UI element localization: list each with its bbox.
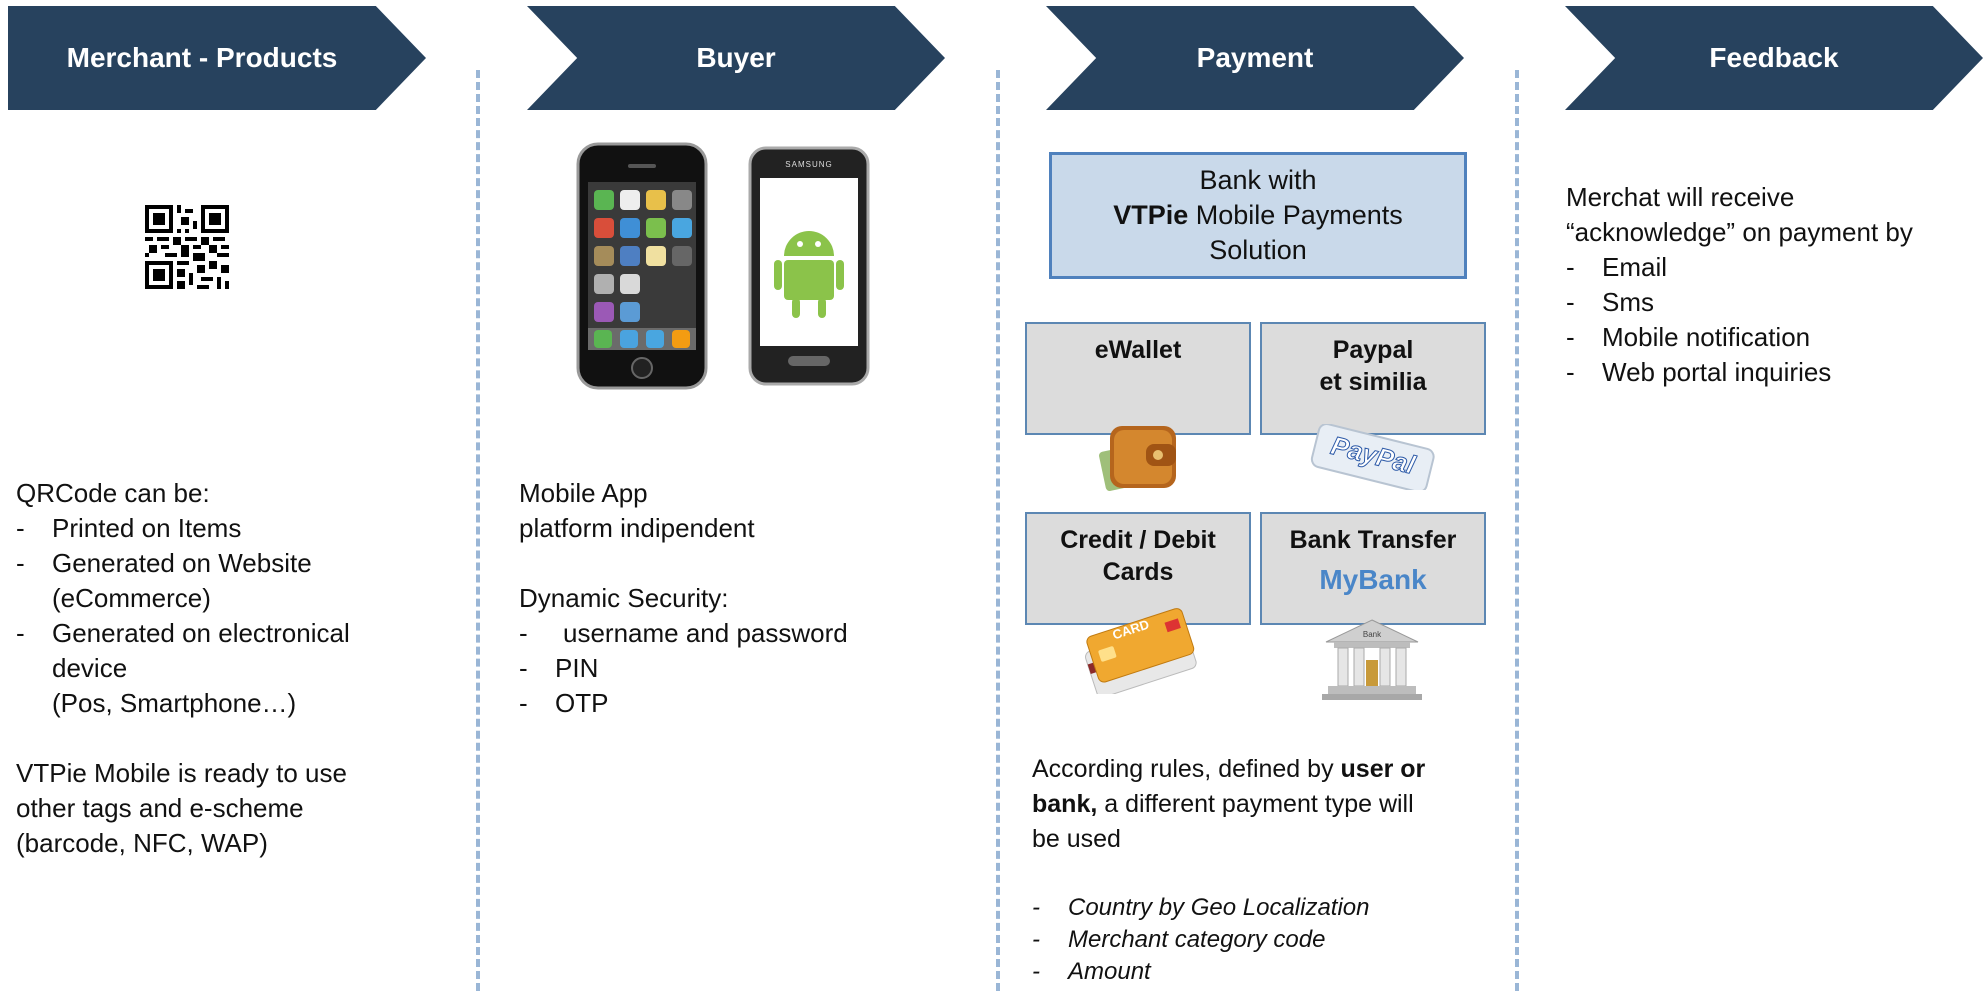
bank-sign: Bank xyxy=(1362,630,1382,639)
android-phone-icon: SAMSUNG xyxy=(748,146,870,386)
paypal-box: Paypal et similia xyxy=(1260,322,1486,435)
bank-transfer-box: Bank Transfer MyBank xyxy=(1260,512,1486,625)
payment-rules: According rules, defined by user or bank… xyxy=(1032,752,1502,857)
header-buyer-label: Buyer xyxy=(696,42,776,73)
app-line: Mobile App xyxy=(519,478,648,508)
header-buyer: Buyer xyxy=(527,6,945,110)
list-item: Mobile notification xyxy=(1566,320,1976,355)
phone-brand: SAMSUNG xyxy=(785,160,833,169)
bank-solution-box: Bank with VTPie Mobile Payments Solution xyxy=(1049,152,1467,279)
ewallet-label: eWallet xyxy=(1094,336,1182,364)
qr-code-icon xyxy=(145,205,229,289)
rules-line: bank, a different payment type will xyxy=(1032,790,1414,818)
list-item: Sms xyxy=(1566,285,1976,320)
bank-transfer-label: Bank Transfer xyxy=(1289,526,1457,554)
list-item: Email xyxy=(1566,250,1976,285)
cards-box: Credit / Debit Cards xyxy=(1025,512,1251,625)
header-merchant-label: Merchant - Products xyxy=(66,42,338,73)
wallet-icon xyxy=(1096,418,1182,496)
credit-card-icon: CARD xyxy=(1076,608,1202,698)
ready-line: VTPie Mobile is ready to use xyxy=(16,758,347,788)
paypal-icon: PayPal xyxy=(1306,423,1440,493)
bank-building-icon: Bank xyxy=(1322,616,1422,702)
list-item: OTP xyxy=(519,686,959,721)
bank-line: VTPie Mobile Payments xyxy=(1113,200,1403,230)
app-line: platform indipendent xyxy=(519,513,755,543)
cards-label: Credit / Debit xyxy=(1060,526,1216,554)
column-divider xyxy=(476,70,480,991)
header-payment-label: Payment xyxy=(1196,42,1314,73)
security-list: username and password PIN OTP xyxy=(519,616,959,721)
bank-line: Bank with xyxy=(1199,165,1317,195)
list-item: Printed on Items xyxy=(16,511,456,546)
feedback-line: Merchat will receive xyxy=(1566,182,1795,212)
list-item: username and password xyxy=(519,616,959,651)
bank-line: Solution xyxy=(1209,235,1307,265)
column-divider xyxy=(1515,70,1519,991)
security-title: Dynamic Security: xyxy=(519,583,729,613)
paypal-label: Paypal xyxy=(1332,336,1414,364)
header-payment: Payment xyxy=(1046,6,1464,110)
mybank-logo: MyBank xyxy=(1319,564,1427,595)
header-feedback-label: Feedback xyxy=(1709,42,1839,73)
feedback-line: “acknowledge” on payment by xyxy=(1566,217,1913,247)
rules-line: be used xyxy=(1032,825,1121,853)
list-item: Merchant category code xyxy=(1032,924,1502,956)
qr-intro: QRCode can be: xyxy=(16,478,210,508)
qr-description: QRCode can be: Printed on Items Generate… xyxy=(16,476,456,861)
list-item: Amount xyxy=(1032,956,1502,988)
column-divider xyxy=(996,70,1000,991)
list-item: PIN xyxy=(519,651,959,686)
list-item: Country by Geo Localization xyxy=(1032,892,1502,924)
feedback-description: Merchat will receive “acknowledge” on pa… xyxy=(1566,180,1976,390)
list-item: Generated on Website(eCommerce) xyxy=(16,546,456,616)
header-merchant-products: Merchant - Products xyxy=(8,6,426,110)
header-feedback: Feedback xyxy=(1565,6,1983,110)
ready-line: other tags and e-scheme xyxy=(16,793,304,823)
iphone-icon xyxy=(576,142,708,390)
cards-label: Cards xyxy=(1102,558,1174,586)
criteria-list: Country by Geo Localization Merchant cat… xyxy=(1032,892,1502,988)
ewallet-box: eWallet xyxy=(1025,322,1251,435)
list-item: Web portal inquiries xyxy=(1566,355,1976,390)
buyer-description: Mobile App platform indipendent Dynamic … xyxy=(519,476,959,721)
qr-list: Printed on Items Generated on Website(eC… xyxy=(16,511,456,721)
feedback-list: Email Sms Mobile notification Web portal… xyxy=(1566,250,1976,390)
ready-line: (barcode, NFC, WAP) xyxy=(16,828,268,858)
rules-line: According rules, defined by user or xyxy=(1032,755,1426,783)
paypal-label: et similia xyxy=(1319,368,1427,396)
